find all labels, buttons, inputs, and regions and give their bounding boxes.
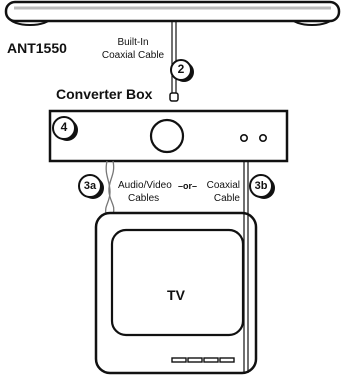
coax-connector <box>169 92 179 102</box>
step-badge-3b <box>249 174 275 199</box>
or-separator: –or– <box>178 181 198 191</box>
tv-set <box>94 211 258 375</box>
step-badge-4 <box>52 116 78 141</box>
step-number-4: 4 <box>60 120 68 134</box>
builtin-cable-label-line2: Coaxial Cable <box>101 50 165 61</box>
av-cables-label-line1: Audio/Video <box>118 180 172 191</box>
coax-cable-label-line2: Cable <box>213 193 240 204</box>
step-number-3b: 3b <box>254 180 268 192</box>
antenna-bar <box>4 0 341 23</box>
coax-cable-label-line1: Coaxial <box>206 180 240 191</box>
builtin-cable-label-line1: Built-In <box>117 37 149 48</box>
av-cables <box>104 160 115 215</box>
step-badge-2 <box>170 59 194 82</box>
antenna-model-label: ANT1550 <box>7 40 67 56</box>
tv-screen <box>110 228 245 337</box>
step-number-2: 2 <box>177 62 185 76</box>
tv-control-buttons <box>171 357 235 363</box>
converter-knob <box>149 118 185 154</box>
coax-cable <box>243 161 249 214</box>
converter-box-title: Converter Box <box>56 86 153 102</box>
builtin-coax-cable <box>169 21 179 102</box>
step-number-3a: 3a <box>83 180 97 192</box>
tv-label: TV <box>167 287 185 303</box>
converter-box <box>48 109 289 163</box>
converter-indicator-1 <box>240 134 249 143</box>
step-badge-3a <box>78 174 104 199</box>
av-cables-label-line2: Cables <box>128 193 160 204</box>
antenna-unit <box>4 0 341 26</box>
converter-indicator-2 <box>258 134 267 143</box>
